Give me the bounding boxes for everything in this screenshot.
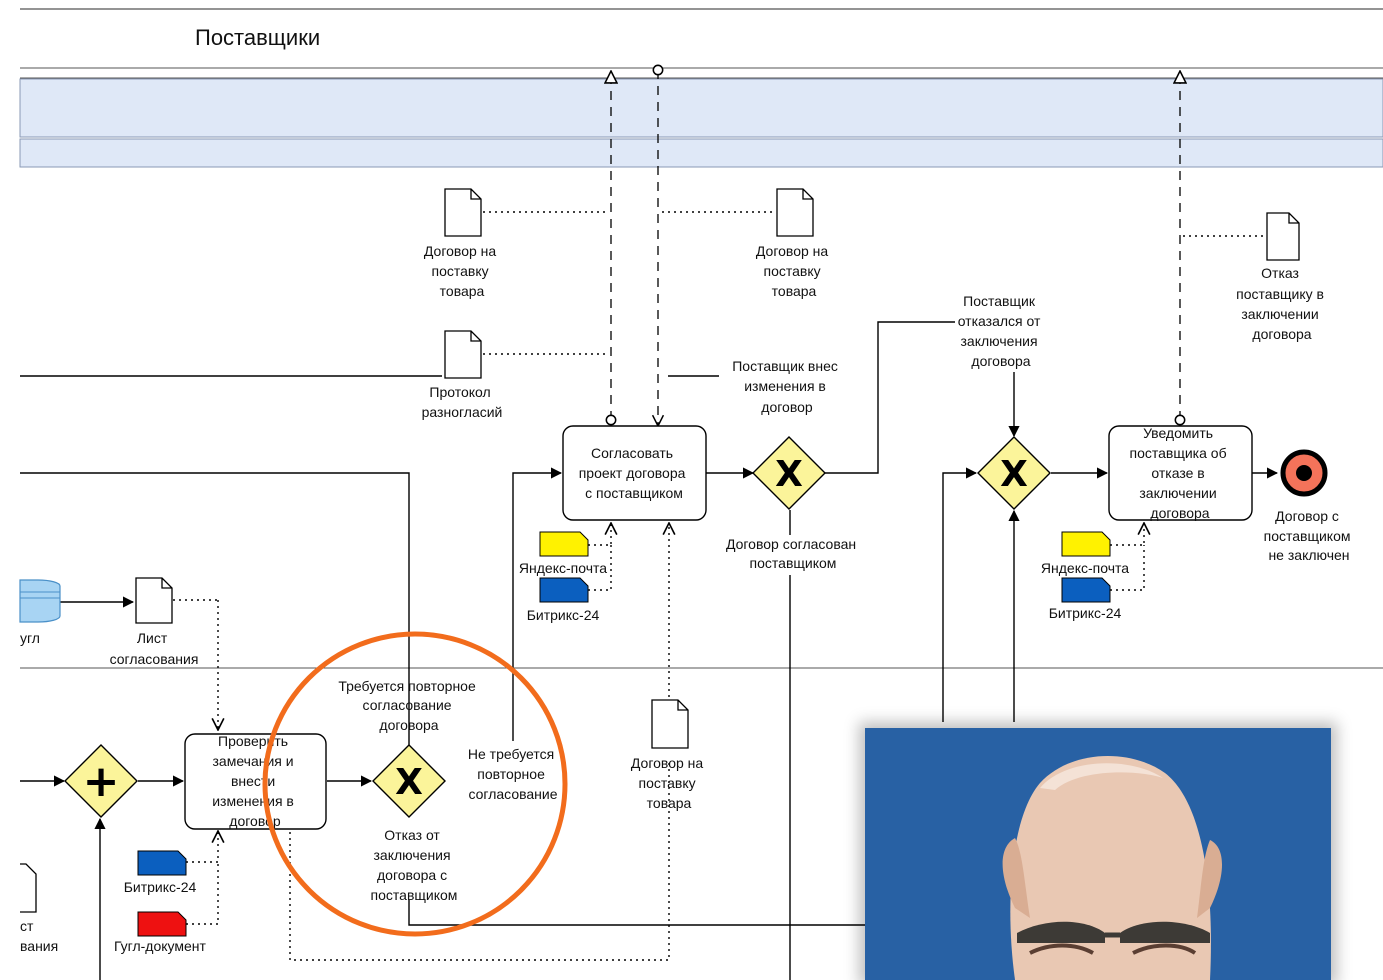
lane-band-lower — [19, 138, 1383, 168]
data-store-icon[interactable] — [19, 579, 61, 623]
pool-title: Поставщики — [195, 25, 320, 50]
svg-text:X: X — [395, 762, 423, 803]
document-icon[interactable] — [444, 330, 482, 379]
exclusive-gateway-icon[interactable]: X — [372, 744, 446, 818]
svg-text:X: X — [775, 454, 803, 495]
svg-text:+: + — [83, 756, 120, 807]
label-no-reapproval: Не требуется повторное согласование — [468, 746, 558, 802]
task-agree-contract-label: Согласовать проект договора с поставщико… — [579, 445, 690, 501]
bitrix24-label-1: Битрикс-24 — [527, 607, 600, 623]
task-notify-supplier[interactable] — [1108, 425, 1253, 521]
label-reapproval-needed: Требуется повторное согласование договор… — [338, 678, 479, 733]
bitrix24-label-2: Битрикс-24 — [1049, 605, 1122, 621]
doc-contract-3-label: Договор на поставку товара — [631, 755, 707, 811]
parallel-gateway-icon[interactable]: + — [64, 744, 138, 818]
document-icon[interactable] — [776, 188, 814, 237]
portrait-photo — [865, 728, 1331, 980]
yandex-mail-label-1: Яндекс-почта — [519, 560, 607, 576]
exclusive-gateway-icon[interactable]: X — [977, 436, 1051, 510]
label-refusal-to-contract: Отказ от заключения договора с поставщик… — [371, 827, 458, 903]
data-store-label: угл — [20, 630, 40, 646]
task-agree-contract[interactable] — [562, 425, 707, 521]
doc-refusal-label: Отказ поставщику в заключении договора — [1236, 265, 1328, 342]
task-notify-supplier-label: Уведомить поставщика об отказе в заключе… — [1130, 425, 1231, 521]
exclusive-gateway-icon[interactable]: X — [752, 436, 826, 510]
doc-protocol-label: Протокол разногласий — [422, 384, 503, 420]
label-supplier-refused: Поставщик отказался от заключения догово… — [958, 293, 1045, 369]
doc-approval-sheet-label: Лист согласования — [110, 630, 199, 667]
yandex-mail-tag-2[interactable] — [1061, 531, 1111, 557]
doc-contract-2-label: Договор на поставку товара — [756, 243, 832, 299]
document-icon[interactable] — [135, 577, 173, 624]
document-icon[interactable] — [20, 863, 37, 913]
task-check-remarks[interactable] — [184, 733, 327, 830]
lane-band-upper — [19, 78, 1383, 138]
label-supplier-changed: Поставщик внес изменения в договор — [732, 358, 842, 415]
label-contract-agreed: Договор согласован поставщиком — [726, 536, 860, 571]
highlight-circle — [262, 631, 568, 937]
svg-text:X: X — [1000, 454, 1028, 495]
google-doc-tag[interactable] — [137, 911, 187, 937]
bitrix24-tag-3[interactable] — [137, 850, 187, 876]
document-icon[interactable] — [1266, 212, 1300, 261]
bitrix24-label-3: Битрикс-24 — [124, 879, 197, 895]
bitrix24-tag-1[interactable] — [539, 577, 589, 603]
document-icon[interactable] — [444, 188, 482, 237]
doc-left-sheet-label: ст вания — [20, 918, 58, 954]
doc-contract-1-label: Договор на поставку товара — [424, 243, 500, 299]
end-event-label: Договор с поставщиком не заключен — [1264, 508, 1355, 563]
bitrix24-tag-2[interactable] — [1061, 577, 1111, 603]
google-doc-label: Гугл-документ — [114, 938, 206, 954]
yandex-mail-label-2: Яндекс-почта — [1041, 560, 1129, 576]
end-event-icon[interactable] — [1280, 449, 1328, 497]
yandex-mail-tag-1[interactable] — [539, 531, 589, 557]
document-icon[interactable] — [651, 699, 689, 749]
